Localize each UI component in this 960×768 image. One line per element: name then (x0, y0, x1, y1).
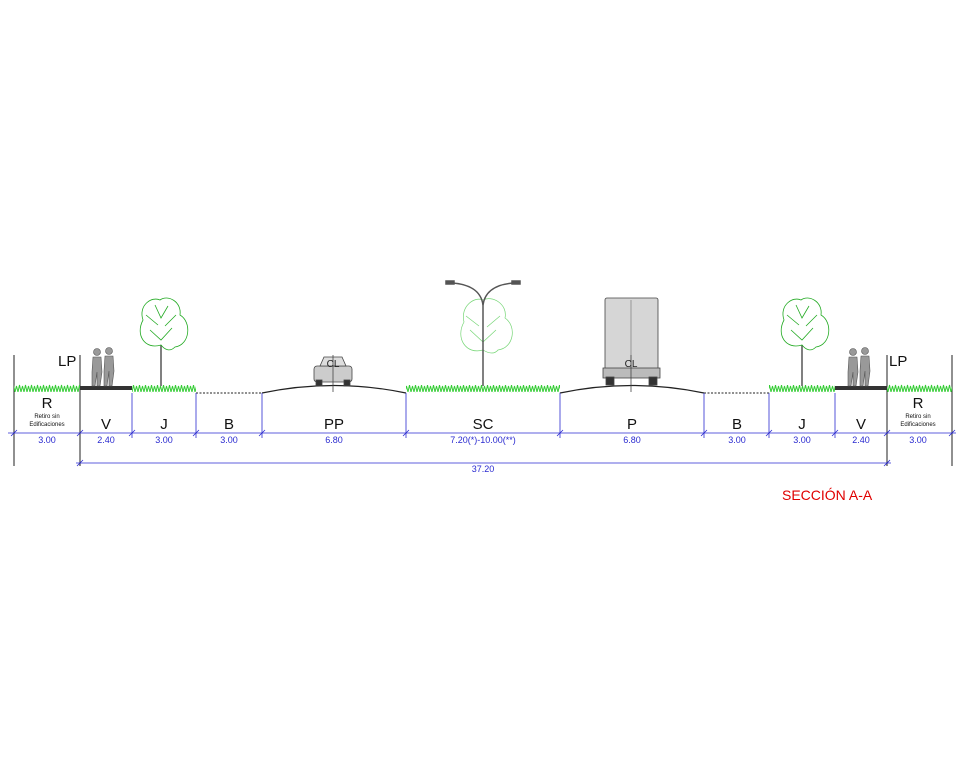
zone-label: SC (473, 416, 494, 433)
zone-dim: 2.40 (852, 435, 870, 445)
sidewalk-right (835, 386, 887, 390)
sidewalk-left (80, 386, 132, 390)
zone-dim: 7.20(*)-10.00(**) (450, 435, 516, 445)
zone-label: PP (324, 416, 344, 433)
zone-dim: 6.80 (623, 435, 641, 445)
roadway-p-crown (559, 384, 705, 394)
street-lamp-icon (445, 280, 521, 386)
zone-label: R (42, 395, 53, 412)
zone-separators (131, 393, 836, 438)
zone-label: V (101, 416, 111, 433)
zone-label: B (732, 416, 742, 433)
grass-strip (132, 385, 196, 393)
retiro-note: Edificaciones (29, 422, 64, 428)
retiro-note: Retiro sin (905, 414, 930, 420)
tree-icon (780, 297, 830, 386)
grass-strip (769, 385, 835, 393)
retiro-note: Retiro sin (34, 414, 59, 420)
lp-label-right: LP (889, 353, 907, 370)
lp-label-left: LP (58, 353, 76, 370)
truck-icon (602, 297, 661, 392)
zone-dim: 3.00 (909, 435, 927, 445)
ground-profile (14, 384, 952, 394)
dimension-ticks (10, 429, 956, 437)
zone-label: B (224, 416, 234, 433)
total-width-label: 37.20 (472, 464, 495, 474)
zone-dim: 3.00 (728, 435, 746, 445)
grass-strip (887, 384, 952, 392)
zone-dim: 3.00 (220, 435, 238, 445)
zone-label: J (160, 416, 168, 433)
tree-icon (139, 297, 189, 386)
median-tree-icon (460, 298, 513, 354)
retiro-note: Edificaciones (900, 422, 935, 428)
zone-label: P (627, 416, 637, 433)
zone-dim: 3.00 (38, 435, 56, 445)
centerline-symbol: CL (327, 359, 340, 370)
zone-dim: 3.00 (155, 435, 173, 445)
zone-label: V (856, 416, 866, 433)
zone-dim: 6.80 (325, 435, 343, 445)
zone-dimensions: 3.00 2.40 3.00 3.00 6.80 7.20(*)-10.00(*… (38, 435, 927, 445)
section-title: SECCIÓN A-A (782, 487, 873, 503)
pedestrians-icon (847, 347, 871, 387)
median-grass (406, 385, 560, 393)
zone-dim: 2.40 (97, 435, 115, 445)
zone-label: R (913, 395, 924, 412)
centerline-symbol: CL (625, 359, 638, 370)
grass-strip (14, 384, 80, 392)
zone-dim: 3.00 (793, 435, 811, 445)
car-icon (313, 355, 353, 392)
roadway-pp-crown (261, 384, 407, 394)
zone-labels: R V J B PP SC P B J V R (42, 395, 924, 433)
zone-label: J (798, 416, 806, 433)
pedestrians-icon (91, 347, 115, 387)
